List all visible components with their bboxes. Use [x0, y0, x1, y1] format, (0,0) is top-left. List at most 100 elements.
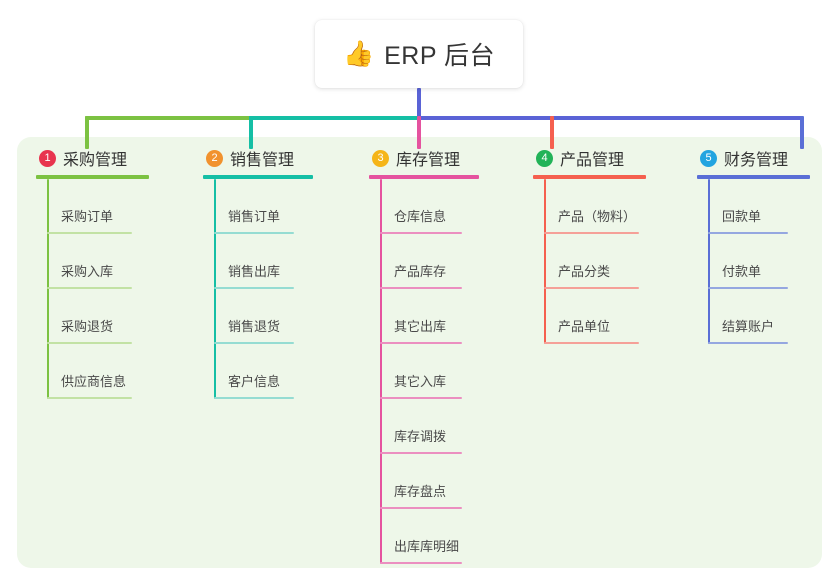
branch-header-rule: [36, 175, 149, 179]
branch-title: 库存管理: [396, 152, 461, 169]
branch-item-label: 结算账户: [722, 319, 775, 334]
branch-item-rule: [380, 452, 462, 454]
branch-number-badge: 2: [206, 149, 223, 167]
branch-number-badge: 1: [39, 149, 56, 167]
branch-item[interactable]: 结算账户: [697, 289, 820, 344]
branch-item-label: 销售订单: [228, 209, 281, 224]
branch-item-label: 采购入库: [61, 264, 114, 279]
branch-item[interactable]: 客户信息: [203, 344, 323, 399]
branch-item-rule: [47, 232, 132, 234]
branch-header-1[interactable]: 1 采购管理: [36, 147, 159, 169]
branch-column-2: 2 销售管理销售订单销售出库销售退货客户信息: [203, 147, 323, 399]
branch-item-list: 销售订单销售出库销售退货客户信息: [203, 179, 323, 399]
branch-title: 销售管理: [230, 152, 295, 169]
branch-number-badge: 5: [700, 149, 717, 167]
branch-header-2[interactable]: 2 销售管理: [203, 147, 323, 169]
branch-item[interactable]: 采购订单: [36, 179, 159, 234]
branch-item-rule: [47, 397, 132, 399]
branch-item-rule: [708, 287, 788, 289]
branch-title: 产品管理: [560, 152, 625, 169]
branch-item-rule: [214, 342, 294, 344]
branch-item[interactable]: 销售出库: [203, 234, 323, 289]
branch-item-label: 其它入库: [394, 374, 447, 389]
branch-title: 财务管理: [724, 152, 789, 169]
branch-item-label: 产品单位: [558, 319, 611, 334]
branch-item-rule: [380, 562, 462, 564]
branch-item-list: 回款单付款单结算账户: [697, 179, 820, 344]
branch-item-rule: [214, 397, 294, 399]
branch-spine: [708, 179, 710, 344]
branch-item[interactable]: 仓库信息: [369, 179, 489, 234]
branch-header-rule: [697, 175, 810, 179]
branch-item[interactable]: 采购退货: [36, 289, 159, 344]
branch-header-3[interactable]: 3 库存管理: [369, 147, 489, 169]
branch-header-rule: [369, 175, 479, 179]
branch-item[interactable]: 产品库存: [369, 234, 489, 289]
branch-item-rule: [214, 287, 294, 289]
branch-item-rule: [380, 342, 462, 344]
branch-item[interactable]: 供应商信息: [36, 344, 159, 399]
branch-item[interactable]: 产品单位: [533, 289, 656, 344]
branch-spine: [47, 179, 49, 399]
branch-spine: [544, 179, 546, 344]
branch-item[interactable]: 库存调拨: [369, 399, 489, 454]
branch-item-label: 产品（物料）: [558, 209, 637, 224]
branch-item-rule: [708, 232, 788, 234]
branch-item-list: 仓库信息产品库存其它出库其它入库库存调拨库存盘点出库库明细: [369, 179, 489, 564]
branch-item-rule: [380, 232, 462, 234]
branch-item[interactable]: 其它入库: [369, 344, 489, 399]
mindmap-panel: [17, 137, 822, 568]
branch-item-rule: [380, 287, 462, 289]
branch-item-label: 供应商信息: [61, 374, 127, 389]
connector-stem: [417, 88, 421, 118]
branch-item[interactable]: 回款单: [697, 179, 820, 234]
branch-item-label: 回款单: [722, 209, 762, 224]
branch-item[interactable]: 出库库明细: [369, 509, 489, 564]
branch-spine: [380, 179, 382, 564]
root-node-erp-backend[interactable]: 👍 ERP 后台: [315, 20, 523, 88]
branch-item-label: 采购退货: [61, 319, 114, 334]
branch-header-5[interactable]: 5 财务管理: [697, 147, 820, 169]
branch-item[interactable]: 销售退货: [203, 289, 323, 344]
branch-item-list: 采购订单采购入库采购退货供应商信息: [36, 179, 159, 399]
branch-item-label: 库存盘点: [394, 484, 447, 499]
branch-item[interactable]: 库存盘点: [369, 454, 489, 509]
branch-column-1: 1 采购管理采购订单采购入库采购退货供应商信息: [36, 147, 159, 399]
branch-item-label: 客户信息: [228, 374, 281, 389]
branch-item-label: 产品分类: [558, 264, 611, 279]
branch-item-rule: [47, 342, 132, 344]
branch-item[interactable]: 销售订单: [203, 179, 323, 234]
branch-item-rule: [544, 342, 639, 344]
branch-item-label: 仓库信息: [394, 209, 447, 224]
branch-item-list: 产品（物料） 产品分类产品单位: [533, 179, 656, 344]
branch-column-3: 3 库存管理仓库信息产品库存其它出库其它入库库存调拨库存盘点出库库明细: [369, 147, 489, 564]
branch-item-rule: [380, 507, 462, 509]
branch-item-rule: [214, 232, 294, 234]
branch-item[interactable]: 付款单: [697, 234, 820, 289]
branch-item[interactable]: 其它出库: [369, 289, 489, 344]
branch-item[interactable]: 采购入库: [36, 234, 159, 289]
branch-item-label: 库存调拨: [394, 429, 447, 444]
branch-item[interactable]: 产品分类: [533, 234, 656, 289]
branch-title: 采购管理: [63, 152, 128, 169]
branch-item-label: 付款单: [722, 264, 762, 279]
branch-header-rule: [533, 175, 646, 179]
branch-item-rule: [380, 397, 462, 399]
connector-drop-1: [85, 116, 89, 149]
connector-drop-4: [550, 116, 554, 149]
branch-item-rule: [544, 287, 639, 289]
root-node-title: ERP 后台: [384, 42, 496, 70]
branch-item[interactable]: 产品（物料）: [533, 179, 656, 234]
branch-item-label: 采购订单: [61, 209, 114, 224]
thumbs-up-icon: 👍: [342, 39, 375, 68]
branch-number-badge: 3: [372, 149, 389, 167]
branch-item-rule: [47, 287, 132, 289]
branch-column-5: 5 财务管理回款单付款单结算账户: [697, 147, 820, 344]
branch-header-rule: [203, 175, 313, 179]
branch-spine: [214, 179, 216, 399]
connector-bus-segment: [85, 116, 251, 120]
branch-item-label: 销售出库: [228, 264, 281, 279]
branch-item-label: 其它出库: [394, 319, 447, 334]
